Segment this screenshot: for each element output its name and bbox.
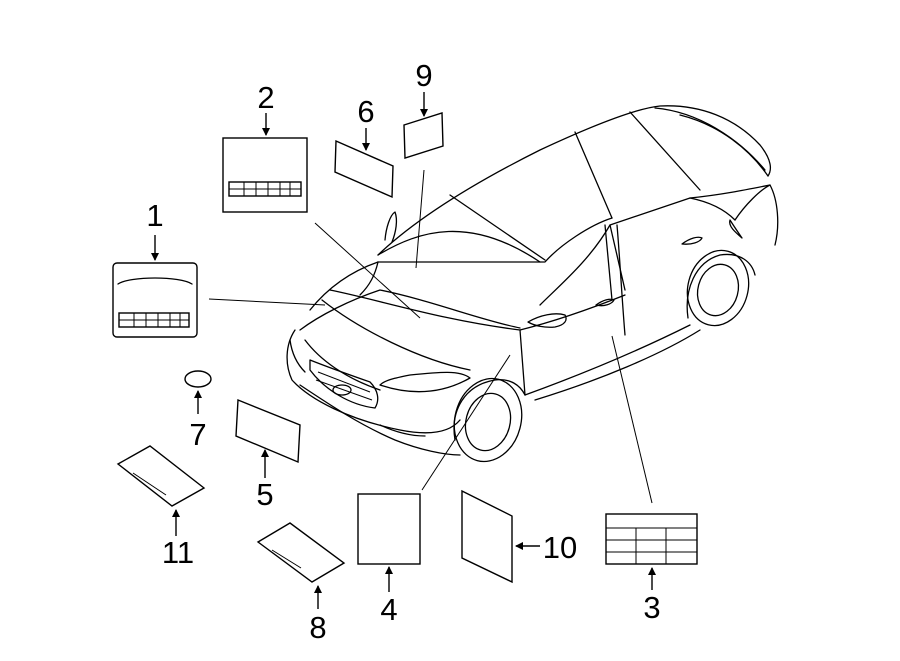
- callout-10: 10: [543, 530, 577, 565]
- callout-9: 9: [415, 58, 432, 93]
- label-11-label: [116, 445, 206, 536]
- callout-4: 4: [380, 592, 397, 627]
- callout-1: 1: [146, 198, 163, 233]
- label-4-door-label: [357, 354, 511, 592]
- callout-11: 11: [162, 535, 194, 570]
- label-5-label: [235, 398, 301, 478]
- label-8-label: [256, 522, 346, 609]
- callout-2: 2: [257, 80, 274, 115]
- label-2-vehicle-label: [222, 113, 421, 319]
- label-3-tire-label: [605, 335, 698, 590]
- label-6-label: [334, 128, 394, 199]
- callout-5: 5: [256, 477, 273, 512]
- label-1-emission-label: [112, 235, 326, 338]
- callout-3: 3: [643, 590, 660, 625]
- label-7-round-label: [184, 370, 212, 414]
- callout-8: 8: [309, 610, 326, 645]
- car-illustration: [286, 105, 779, 463]
- label-9-label: [403, 92, 444, 269]
- label-10-label: [461, 489, 540, 584]
- callout-6: 6: [357, 94, 374, 129]
- callout-7: 7: [189, 417, 206, 452]
